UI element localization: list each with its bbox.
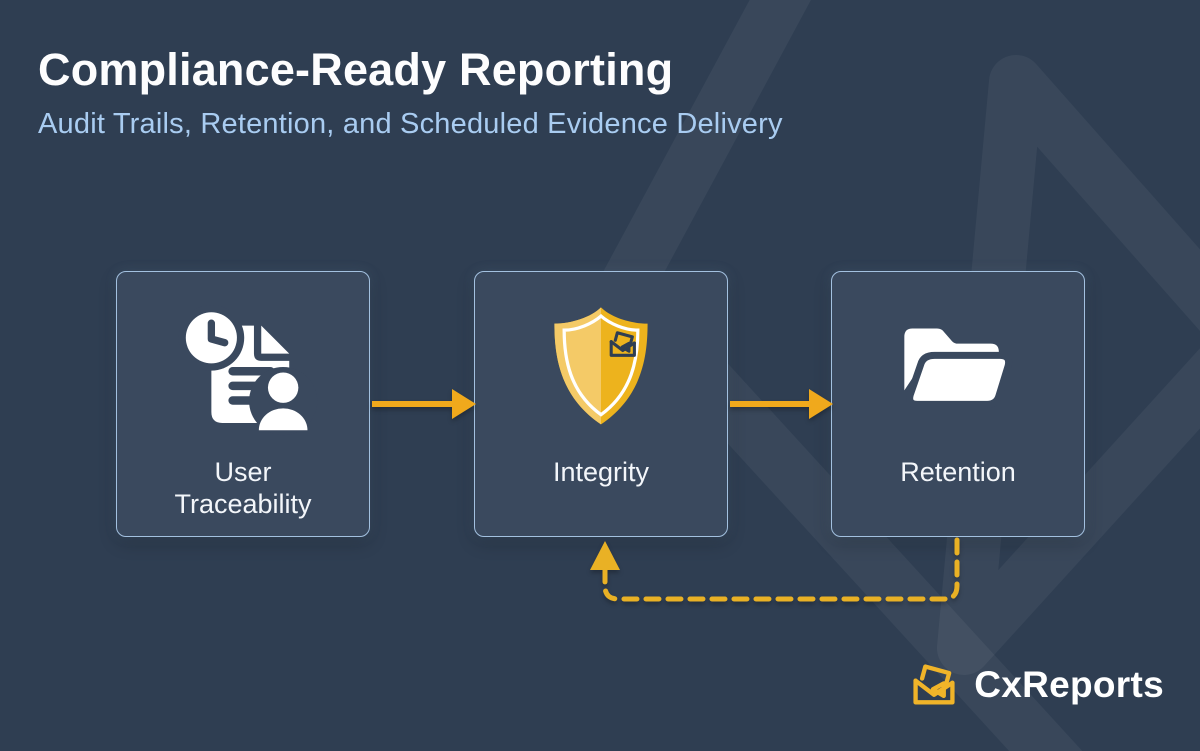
open-folder-icon [882,292,1034,442]
node-user-traceability: User Traceability [116,271,370,537]
node-integrity: Integrity [474,271,728,537]
dashed-arrow-retention-to-integrity [590,537,960,602]
cxreports-glyph [609,331,636,357]
audit-document-icon [167,292,319,442]
node-label: Integrity [552,457,650,487]
arrow-integrity-to-retention [730,389,833,419]
node-label: Retention [900,457,1016,487]
page-subtitle: Audit Trails, Retention, and Scheduled E… [38,108,783,141]
brand-footer: CxReports [908,659,1164,711]
brand-name: CxReports [974,664,1164,705]
arrow-user-traceability-to-integrity [372,389,476,419]
node-label: User Traceability [174,457,312,520]
node-retention: Retention [831,271,1085,537]
header: Compliance-Ready Reporting Audit Trails,… [38,46,783,141]
page-title: Compliance-Ready Reporting [38,44,674,95]
shield-icon [536,292,666,442]
cxreports-envelope-icon [913,664,955,705]
